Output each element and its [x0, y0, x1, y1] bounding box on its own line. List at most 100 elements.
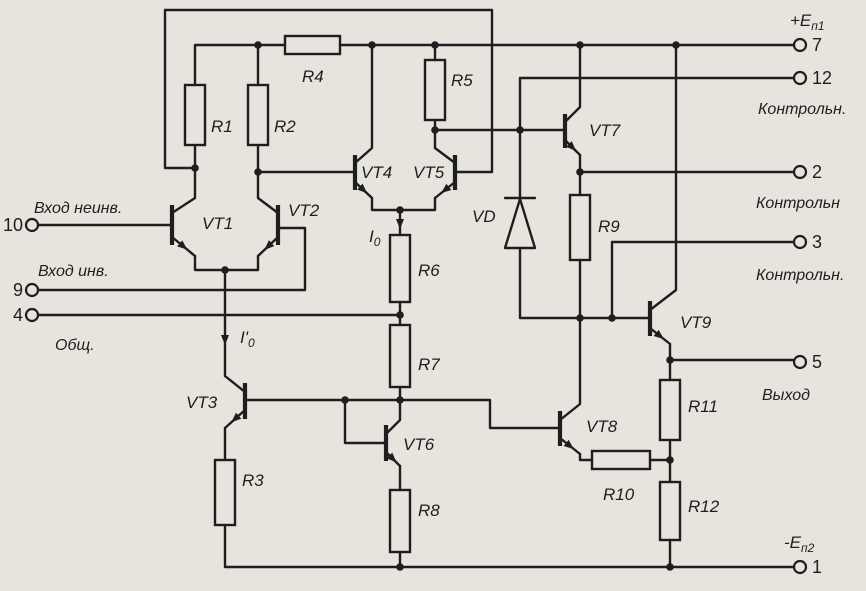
vt6-emitter: [384, 450, 402, 468]
supply-negative-subscript: п2: [801, 541, 815, 555]
resistor-r3: [213, 458, 237, 527]
transistor-vt7: [562, 43, 582, 157]
pin-4-number: 4: [13, 305, 23, 325]
vt3-collector: [223, 374, 247, 394]
label-r12: R12: [688, 497, 720, 516]
junction: [396, 396, 404, 404]
supply-positive-subscript: п1: [811, 19, 824, 33]
resistor-r9: [568, 193, 592, 262]
vt3-emitter: [223, 408, 247, 430]
current-i0-prime-label: I'0: [240, 328, 255, 350]
left-pin-labels: 10 Вход неинв. 9 Вход инв. 4 Общ.: [3, 200, 122, 354]
pin-2-terminal: [792, 164, 808, 180]
vt9-collector: [648, 43, 678, 312]
junction: [666, 563, 674, 571]
label-r3: R3: [242, 471, 264, 490]
transistor-vt2: [256, 170, 281, 258]
pin-9-label: Вход инв.: [38, 263, 109, 280]
vt7-collector: [563, 43, 582, 124]
resistor-r1: [183, 83, 207, 147]
pin-10-label: Вход неинв.: [34, 200, 122, 217]
pin-5-number: 5: [812, 352, 822, 372]
junction: [516, 126, 524, 134]
junction: [666, 356, 674, 364]
junction: [368, 41, 376, 49]
junction: [396, 311, 404, 319]
resistors: [183, 34, 682, 554]
pin-4-terminal: [24, 307, 40, 323]
label-r8: R8: [418, 501, 440, 520]
wire-vt6-base: [343, 398, 388, 445]
label-vt7: VT7: [589, 121, 621, 140]
pin-4-label: Общ.: [55, 337, 95, 354]
vt2-collector: [256, 170, 280, 215]
wire-bottom-rail: [223, 523, 796, 569]
label-vt6: VT6: [403, 435, 435, 454]
pin-3-number: 3: [812, 232, 822, 252]
resistor-r4: [283, 34, 342, 56]
pin-3-label: Контрольн.: [756, 267, 844, 284]
pin-5-terminal: [792, 354, 808, 370]
junction: [576, 41, 584, 49]
label-vt8: VT8: [586, 417, 618, 436]
vt4-collector: [353, 43, 374, 165]
transistor-vt8: [557, 316, 582, 456]
junction: [576, 168, 584, 176]
transistor-vt1: [169, 166, 197, 258]
label-r1: R1: [211, 117, 233, 136]
junction: [396, 206, 404, 214]
current-i0-label: I0: [369, 227, 381, 249]
vt5-collector: [433, 128, 457, 165]
wire-diode-to-vt9-base: [518, 246, 652, 320]
junction: [431, 41, 439, 49]
pin-7-terminal: [792, 37, 808, 53]
pin-terminals: [24, 37, 808, 575]
resistor-r11: [658, 378, 682, 442]
label-r2: R2: [274, 117, 296, 136]
vt9-emitter: [648, 326, 672, 346]
junction: [341, 396, 349, 404]
transistor-vt5: [433, 128, 458, 200]
wire-pin9-to-vt2-base: [36, 226, 307, 292]
label-vd: VD: [472, 207, 496, 226]
pin-12-terminal: [792, 70, 808, 86]
label-r7: R7: [418, 355, 440, 374]
vt8-collector: [558, 316, 582, 422]
vt6-collector: [384, 398, 402, 436]
vt1-collector: [170, 166, 197, 215]
junction: [396, 563, 404, 571]
label-r5: R5: [451, 71, 473, 90]
label-vt9: VT9: [680, 313, 712, 332]
wire-output: [668, 342, 796, 569]
vt2-emitter: [256, 235, 280, 258]
component-labels: R1 R2 R3 R4 R5 R6 R7 R8 R9 R10 R11 R12 V…: [186, 67, 720, 520]
label-vt5: VT5: [413, 163, 445, 182]
wire-vt8-emitter-r10: [578, 452, 672, 462]
current-i0-subscript: 0: [374, 235, 381, 249]
wire-pin3: [610, 240, 796, 320]
pin-2-label: Контрольн: [756, 195, 840, 212]
resistor-r5: [423, 58, 447, 122]
resistor-r10: [590, 449, 652, 471]
supply-negative-label: -Eп2: [784, 533, 815, 555]
transistor-vt9: [647, 43, 678, 346]
wire-pin12-to-diode: [518, 76, 796, 200]
supply-positive-symbol: +E: [790, 11, 812, 30]
label-r6: R6: [418, 261, 440, 280]
pin-10-number: 10: [3, 215, 23, 235]
pin-12-label: Контрольн.: [758, 101, 846, 118]
junction: [254, 41, 262, 49]
label-vt4: VT4: [361, 163, 392, 182]
transistor-vt4: [352, 43, 374, 200]
supply-negative-symbol: -E: [784, 533, 802, 552]
label-vt2: VT2: [288, 201, 320, 220]
wire-r2-to-vt4-base: [256, 43, 357, 174]
label-vt3: VT3: [186, 393, 218, 412]
wire-feedback-loop: [163, 8, 494, 174]
wire-tail-emitters: [370, 196, 437, 212]
junction: [666, 456, 674, 464]
pin-10-terminal: [24, 217, 40, 233]
resistor-r8: [388, 488, 412, 554]
vt4-emitter: [353, 180, 374, 200]
junction: [221, 266, 229, 274]
